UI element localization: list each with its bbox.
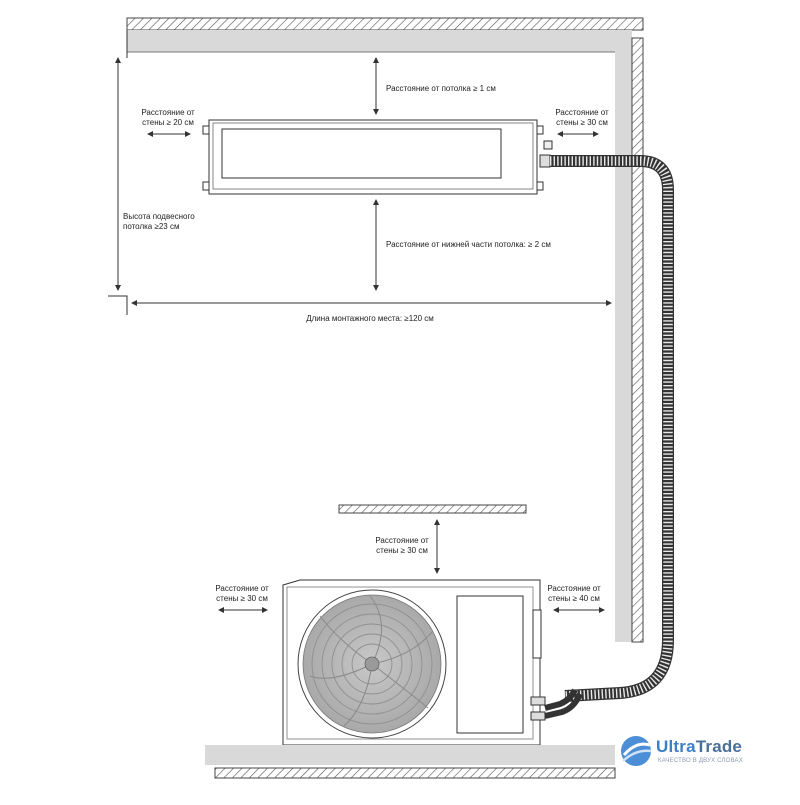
logo-mark-icon — [621, 736, 652, 766]
outdoor-top-label-line1: Расстояние от — [375, 536, 429, 545]
ceiling-gap-label: Расстояние от потолка ≥ 1 см — [386, 84, 496, 93]
wall-right-label-line1: Расстояние от — [555, 108, 609, 117]
wall-left-label-line2: стены ≥ 20 см — [142, 118, 194, 127]
outdoor-right-label-line2: стены ≥ 40 см — [548, 594, 600, 603]
suspended-height-label: Высота подвесного потолка ≥23 см — [123, 212, 195, 232]
wall-right-label: Расстояние от стены ≥ 30 см — [542, 108, 622, 128]
outdoor-top-label: Расстояние от стены ≥ 30 см — [362, 536, 442, 556]
bottom-gap-label: Расстояние от нижней части потолка: ≥ 2 … — [386, 240, 551, 249]
right-wall — [615, 30, 644, 643]
outdoor-left-label-line1: Расстояние от — [215, 584, 269, 593]
wall-left-label: Расстояние от стены ≥ 20 см — [128, 108, 208, 128]
outdoor-top-wall — [338, 504, 527, 514]
suspended-ceiling-edge — [108, 30, 128, 315]
mount-length-label: Длина монтажного места: ≥120 см — [306, 314, 434, 323]
brand-logo: UltraTrade КАЧЕСТВО В ДВУХ СЛОВАХ — [618, 731, 778, 771]
brand-name: UltraTrade — [656, 737, 742, 757]
refrigerant-pipe — [550, 155, 674, 702]
outdoor-top-label-line2: стены ≥ 30 см — [376, 546, 428, 555]
outdoor-right-label-line1: Расстояние от — [547, 584, 601, 593]
outdoor-right-label: Расстояние от стены ≥ 40 см — [534, 584, 614, 604]
wall-right-label-line2: стены ≥ 30 см — [556, 118, 608, 127]
ceiling — [126, 17, 644, 53]
outdoor-left-label-line2: стены ≥ 30 см — [216, 594, 268, 603]
dimension-arrows — [115, 57, 612, 613]
suspended-height-label-line1: Высота подвесного — [123, 212, 195, 221]
suspended-height-label-line2: потолка ≥23 см — [123, 222, 180, 231]
brand-name-part1: Ultra — [656, 737, 696, 756]
outdoor-unit — [282, 579, 583, 746]
outdoor-left-label: Расстояние от стены ≥ 30 см — [202, 584, 282, 604]
indoor-unit — [202, 119, 553, 195]
floor — [205, 745, 616, 779]
wall-left-label-line1: Расстояние от — [141, 108, 195, 117]
brand-name-part2: Trade — [695, 737, 743, 756]
brand-tagline: КАЧЕСТВО В ДВУХ СЛОВАХ — [658, 758, 743, 764]
